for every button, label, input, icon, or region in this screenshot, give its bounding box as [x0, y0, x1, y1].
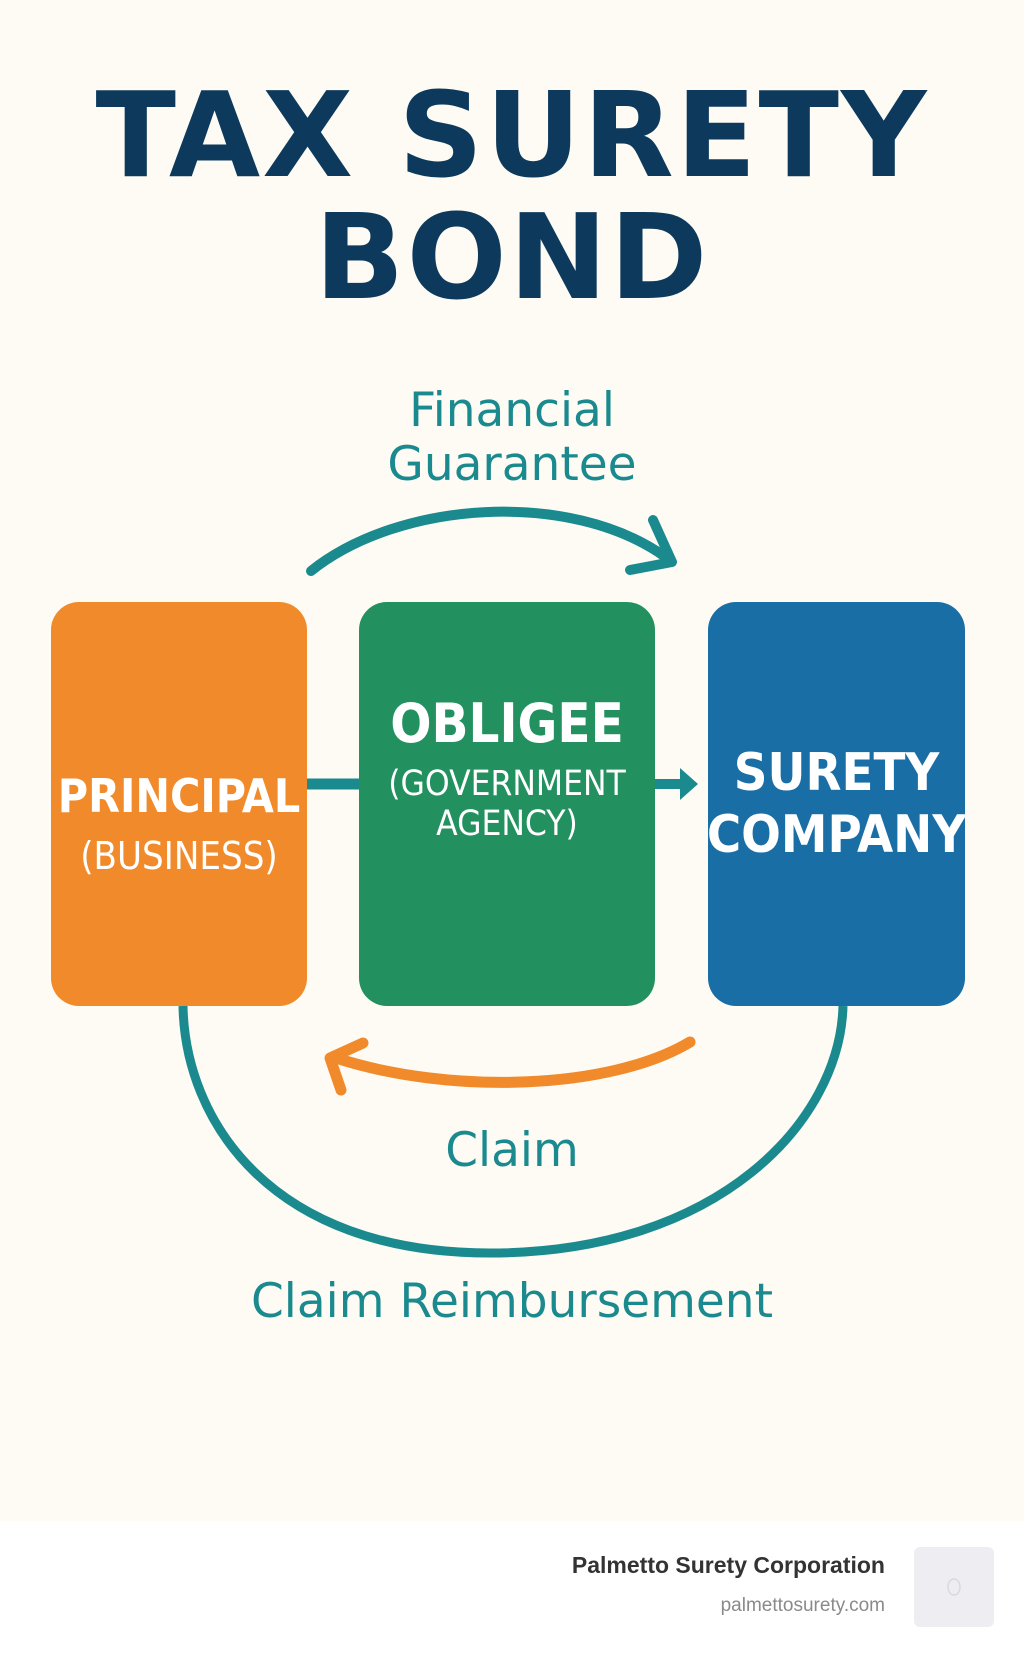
logo-icon — [947, 1578, 961, 1596]
claim-arrowhead — [324, 1037, 369, 1096]
claim-label: Claim — [445, 1123, 579, 1178]
obligee-sublabel-line-1: (GOVERNMENT — [388, 764, 626, 804]
claim-reimbursement-label: Claim Reimbursement — [250, 1274, 774, 1329]
title-line-1: TAX SURETY — [95, 66, 929, 204]
principal-label: PRINCIPAL — [57, 769, 301, 823]
financial-guarantee-line-2: Guarantee — [387, 437, 637, 492]
obligee-label: OBLIGEE — [390, 692, 624, 755]
financial-guarantee-label: Financial Guarantee — [312, 384, 712, 492]
surety-label-line-2: COMPANY — [706, 805, 967, 865]
claim-arrow — [330, 1036, 696, 1088]
claim-reimbursement-arrow — [178, 1005, 848, 1258]
company-name: Palmetto Surety Corporation — [571, 1552, 885, 1578]
obligee-surety-arrowhead — [680, 768, 698, 800]
title-line-2: BOND — [314, 188, 710, 326]
surety-label-line-1: SURETY — [733, 743, 940, 803]
obligee-sublabel-line-2: AGENCY) — [436, 804, 578, 844]
website-link[interactable]: palmettosurety.com — [720, 1595, 885, 1616]
surety-node: SURETY COMPANY — [706, 602, 967, 1006]
company-logo — [914, 1547, 994, 1627]
principal-sublabel: (BUSINESS) — [80, 834, 278, 878]
principal-node: PRINCIPAL (BUSINESS) — [51, 602, 307, 1006]
footer — [0, 1521, 1024, 1666]
financial-guarantee-line-1: Financial — [409, 383, 615, 438]
financial-guarantee-arrow — [306, 506, 669, 576]
obligee-node: OBLIGEE (GOVERNMENT AGENCY) — [359, 602, 655, 1006]
financial-guarantee-arrowhead — [625, 515, 677, 575]
